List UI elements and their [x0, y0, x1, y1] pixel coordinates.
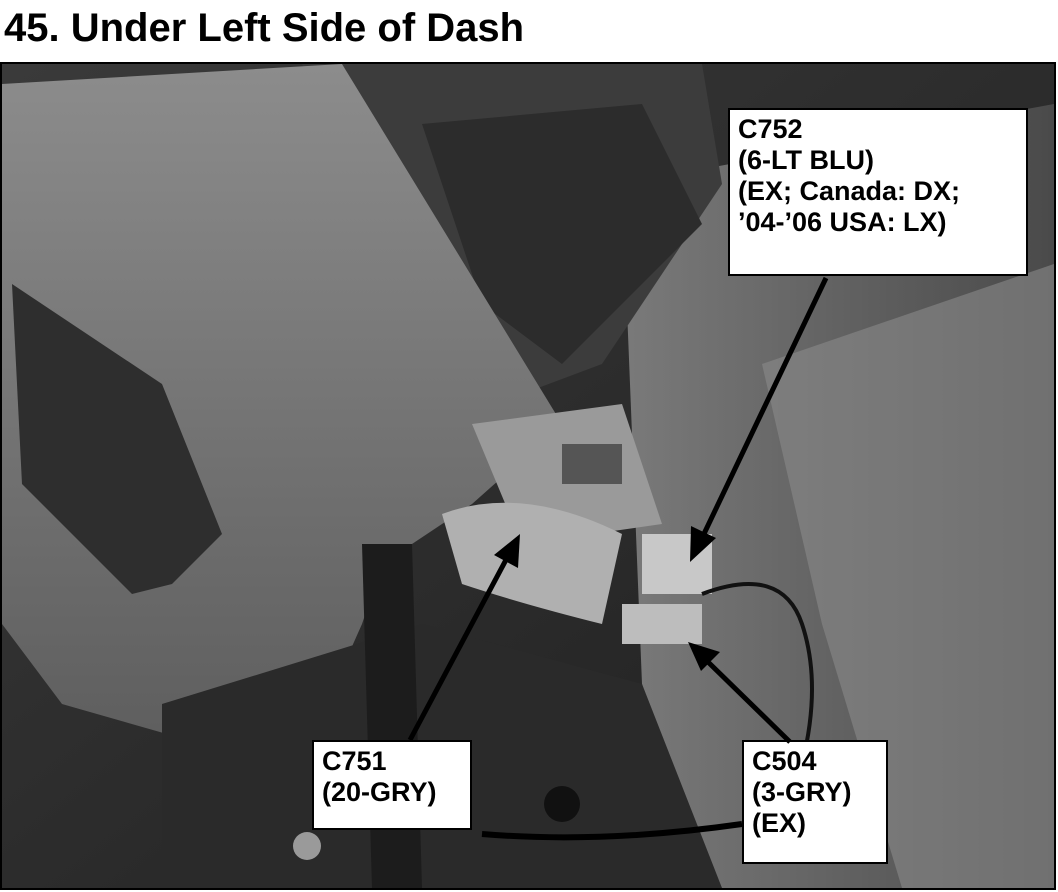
- c751-line-2: (20-GRY): [322, 777, 437, 807]
- callout-c504: C504 (3-GRY) (EX): [742, 740, 888, 864]
- c504-line-3: (EX): [752, 808, 806, 838]
- c751-line-1: C751: [322, 746, 387, 776]
- c752-line-3: (EX; Canada: DX;: [738, 176, 961, 206]
- c504-line-2: (3-GRY): [752, 777, 852, 807]
- callout-c751: C751 (20-GRY): [312, 740, 472, 830]
- c504-line-1: C504: [752, 746, 817, 776]
- c752-line-4: ’04-’06 USA: LX): [738, 207, 947, 237]
- c752-line-1: C752: [738, 114, 803, 144]
- c752-line-2: (6-LT BLU): [738, 145, 874, 175]
- page-title: 45. Under Left Side of Dash: [4, 6, 525, 50]
- callout-c752: C752 (6-LT BLU) (EX; Canada: DX; ’04-’06…: [728, 108, 1028, 276]
